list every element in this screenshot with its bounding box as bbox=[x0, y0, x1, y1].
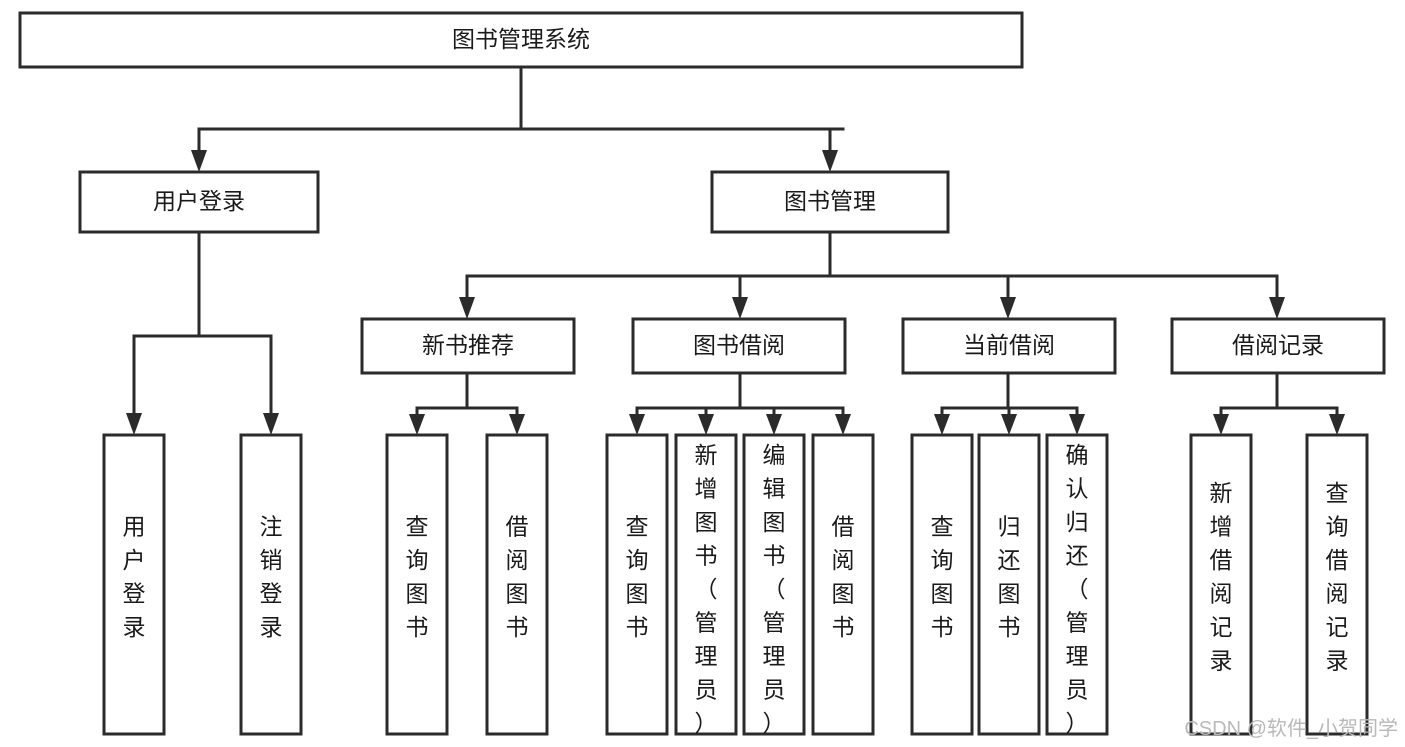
node-leaf-borrow-book-1-label: 借阅图书 bbox=[506, 513, 529, 640]
node-leaf-query-record[interactable]: 查询借阅记录 bbox=[1305, 433, 1369, 736]
node-leaf-query-book-2-label: 查询图书 bbox=[626, 513, 649, 640]
node-leaf-query-book-3-label: 查询图书 bbox=[931, 513, 954, 640]
node-leaf-borrow-book-2-label: 借阅图书 bbox=[832, 513, 855, 640]
node-leaf-logout-box[interactable] bbox=[239, 433, 303, 736]
node-leaf-edit-book-label: 编辑图书（管理员） bbox=[763, 442, 786, 736]
node-leaf-user-login-label: 用户登录 bbox=[123, 513, 146, 640]
node-leaf-confirm-return-box[interactable] bbox=[1045, 433, 1109, 736]
arrow-head-current-borrow bbox=[1000, 297, 1016, 319]
node-root-box[interactable] bbox=[18, 11, 1024, 69]
node-borrow-record[interactable]: 借阅记录 bbox=[1170, 317, 1386, 375]
arrow-head-leaf-query-book-1 bbox=[409, 414, 425, 435]
node-book-manage-label: 图书管理 bbox=[784, 188, 876, 214]
node-current-borrow-box[interactable] bbox=[901, 317, 1117, 375]
arrow-head-leaf-borrow-book-2 bbox=[835, 414, 851, 435]
node-book-manage-box[interactable] bbox=[710, 170, 950, 234]
node-leaf-borrow-book-1-box[interactable] bbox=[485, 433, 549, 736]
node-leaf-return-book-label: 归还图书 bbox=[998, 513, 1021, 640]
connector-group-root bbox=[191, 65, 845, 172]
node-current-borrow[interactable]: 当前借阅 bbox=[901, 317, 1117, 375]
arrow-head-user-login bbox=[191, 150, 207, 172]
node-leaf-add-record-label: 新增借阅记录 bbox=[1210, 480, 1233, 674]
node-leaf-borrow-book-2-box[interactable] bbox=[811, 433, 875, 736]
node-leaf-query-book-3-box[interactable] bbox=[910, 433, 974, 736]
arrow-head-book-borrow bbox=[732, 297, 748, 319]
node-book-manage[interactable]: 图书管理 bbox=[710, 170, 950, 234]
arrow-head-leaf-logout bbox=[263, 413, 279, 435]
node-leaf-logout[interactable]: 注销登录 bbox=[239, 433, 303, 736]
node-leaf-confirm-return-label: 确认归还（管理员） bbox=[1066, 442, 1089, 736]
arrow-head-leaf-edit-book bbox=[766, 414, 782, 435]
watermark-label: CSDN @软件_小贺同学 bbox=[1184, 717, 1398, 740]
connector-group-book-manage bbox=[459, 230, 1285, 319]
arrow-head-leaf-borrow-book-1 bbox=[509, 414, 525, 435]
arrow-head-borrow-record bbox=[1269, 297, 1285, 319]
node-borrow-record-label: 借阅记录 bbox=[1232, 332, 1324, 358]
node-current-borrow-label: 当前借阅 bbox=[963, 332, 1055, 358]
node-leaf-logout-label: 注销登录 bbox=[260, 513, 283, 640]
node-leaf-edit-book-box[interactable] bbox=[742, 433, 806, 736]
node-leaf-add-book-label: 新增图书（管理员） bbox=[695, 442, 718, 736]
node-leaf-add-book[interactable]: 新增图书（管理员） bbox=[674, 433, 738, 736]
node-book-borrow[interactable]: 图书借阅 bbox=[631, 317, 847, 375]
node-leaf-user-login[interactable]: 用户登录 bbox=[102, 433, 166, 736]
node-leaf-query-book-1-label: 查询图书 bbox=[406, 513, 429, 640]
arrow-head-leaf-query-record bbox=[1329, 414, 1345, 435]
arrow-head-leaf-user-login bbox=[126, 413, 142, 435]
node-leaf-query-book-2-box[interactable] bbox=[605, 433, 669, 736]
node-leaf-add-record[interactable]: 新增借阅记录 bbox=[1189, 433, 1253, 736]
node-book-borrow-label: 图书借阅 bbox=[693, 332, 785, 358]
arrow-head-book-manage bbox=[822, 150, 838, 172]
node-book-borrow-box[interactable] bbox=[631, 317, 847, 375]
arrow-head-leaf-query-book-3 bbox=[934, 414, 950, 435]
node-leaf-add-record-box[interactable] bbox=[1189, 433, 1253, 736]
arrow-head-new-book-rec bbox=[459, 297, 475, 319]
node-user-login-box[interactable] bbox=[78, 170, 320, 234]
node-leaf-user-login-box[interactable] bbox=[102, 433, 166, 736]
node-leaf-query-record-box[interactable] bbox=[1305, 433, 1369, 736]
arrow-head-leaf-add-book bbox=[698, 414, 714, 435]
node-new-book-rec[interactable]: 新书推荐 bbox=[360, 317, 576, 375]
connector-group-book-borrow bbox=[629, 371, 851, 435]
node-leaf-query-book-1-box[interactable] bbox=[385, 433, 449, 736]
node-leaf-return-book[interactable]: 归还图书 bbox=[977, 433, 1041, 736]
node-leaf-edit-book[interactable]: 编辑图书（管理员） bbox=[742, 433, 806, 736]
node-leaf-query-book-3[interactable]: 查询图书 bbox=[910, 433, 974, 736]
node-leaf-confirm-return[interactable]: 确认归还（管理员） bbox=[1045, 433, 1109, 736]
node-borrow-record-box[interactable] bbox=[1170, 317, 1386, 375]
node-leaf-query-book-1[interactable]: 查询图书 bbox=[385, 433, 449, 736]
connector-group-current-borrow bbox=[934, 371, 1085, 435]
arrow-head-leaf-query-book-2 bbox=[629, 414, 645, 435]
node-new-book-rec-label: 新书推荐 bbox=[422, 332, 514, 358]
node-leaf-return-book-box[interactable] bbox=[977, 433, 1041, 736]
node-leaf-borrow-book-1[interactable]: 借阅图书 bbox=[485, 433, 549, 736]
arrow-head-leaf-return-book bbox=[1001, 414, 1017, 435]
node-new-book-rec-box[interactable] bbox=[360, 317, 576, 375]
arrow-head-leaf-add-record bbox=[1213, 414, 1229, 435]
arrow-head-leaf-confirm-return bbox=[1069, 414, 1085, 435]
node-root[interactable]: 图书管理系统 bbox=[18, 11, 1024, 69]
connector-group-new-book-rec bbox=[409, 371, 525, 435]
node-leaf-query-record-label: 查询借阅记录 bbox=[1326, 480, 1349, 674]
node-user-login-label: 用户登录 bbox=[153, 188, 245, 214]
connector-group-user-login bbox=[126, 230, 279, 435]
node-leaf-borrow-book-2[interactable]: 借阅图书 bbox=[811, 433, 875, 736]
node-user-login[interactable]: 用户登录 bbox=[78, 170, 320, 234]
node-leaf-query-book-2[interactable]: 查询图书 bbox=[605, 433, 669, 736]
node-leaf-add-book-box[interactable] bbox=[674, 433, 738, 736]
node-root-label: 图书管理系统 bbox=[452, 26, 590, 52]
connector-group-borrow-record bbox=[1213, 371, 1345, 435]
